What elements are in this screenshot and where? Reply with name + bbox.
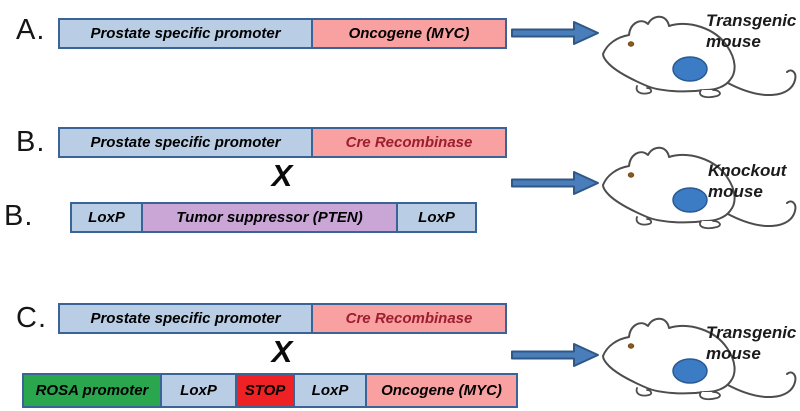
segment-tumor-suppressor-pten: Tumor suppressor (PTEN) xyxy=(141,202,398,233)
segment-prostate-promoter-b: Prostate specific promoter xyxy=(58,127,313,158)
section-label-b-bottom: B. xyxy=(4,200,34,232)
cross-breeding-symbol-c: X xyxy=(271,334,293,369)
caption-c-line2: mouse xyxy=(706,344,761,364)
construct-b-top: Prostate specific promoter Cre Recombina… xyxy=(58,127,507,158)
section-label-a: A. xyxy=(16,14,46,46)
construct-a: Prostate specific promoter Oncogene (MYC… xyxy=(58,18,507,49)
segment-stop-cassette: STOP xyxy=(235,373,295,408)
right-arrow-icon-b xyxy=(511,171,599,195)
caption-c-line1: Transgenic xyxy=(706,323,797,342)
caption-a-line1: Transgenic xyxy=(706,11,797,30)
segment-cre-recombinase-c: Cre Recombinase xyxy=(311,303,507,334)
segment-loxp-right-c: LoxP xyxy=(293,373,367,408)
caption-b-line1: Knockout xyxy=(708,161,787,180)
right-arrow-icon-a xyxy=(511,21,599,45)
segment-prostate-promoter-a: Prostate specific promoter xyxy=(58,18,313,49)
caption-c: Transgenic mouse xyxy=(706,322,796,365)
caption-a-line2: mouse xyxy=(706,32,761,52)
section-label-b-top: B. xyxy=(16,126,46,158)
segment-cre-recombinase-b: Cre Recombinase xyxy=(311,127,507,158)
segment-prostate-promoter-c: Prostate specific promoter xyxy=(58,303,313,334)
segment-rosa-promoter: ROSA promoter xyxy=(22,373,162,408)
caption-b: Knockout mouse xyxy=(708,160,786,203)
construct-b-bottom: LoxP Tumor suppressor (PTEN) LoxP xyxy=(70,202,477,233)
segment-oncogene-myc-c: Oncogene (MYC) xyxy=(365,373,518,408)
caption-a: Transgenic mouse xyxy=(706,10,796,53)
cross-breeding-symbol-b: X xyxy=(271,158,293,193)
right-arrow-icon-c xyxy=(511,343,599,367)
construct-c-top: Prostate specific promoter Cre Recombina… xyxy=(58,303,507,334)
section-label-c: C. xyxy=(16,302,47,334)
segment-oncogene-myc-a: Oncogene (MYC) xyxy=(311,18,507,49)
segment-loxp-right-b: LoxP xyxy=(396,202,477,233)
construct-c-bottom: ROSA promoter LoxP STOP LoxP Oncogene (M… xyxy=(22,373,518,408)
caption-b-line2: mouse xyxy=(708,182,763,202)
segment-loxp-left-c: LoxP xyxy=(160,373,237,408)
segment-loxp-left-b: LoxP xyxy=(70,202,143,233)
